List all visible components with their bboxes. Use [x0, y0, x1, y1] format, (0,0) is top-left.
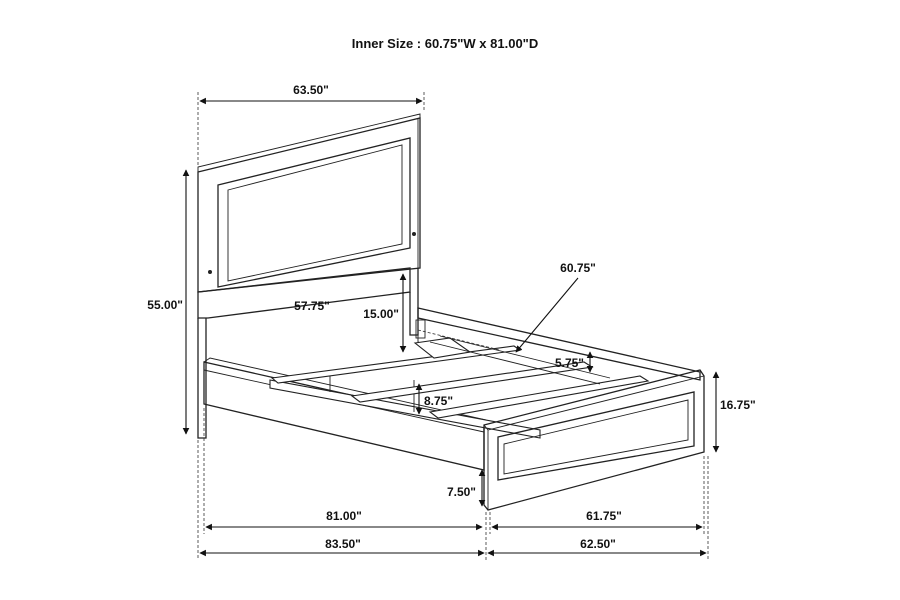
- dim-slat-clearance: 8.75": [415, 383, 453, 415]
- dim-label-55-00: 55.00": [147, 298, 183, 312]
- dim-label-57-75: 57.75": [294, 299, 330, 313]
- dim-footboard-height: 16.75": [712, 371, 756, 453]
- headboard: [197, 113, 421, 439]
- dim-overall-length: 83.50": [199, 537, 485, 557]
- dim-footboard-inner-width: 61.75": [491, 509, 703, 531]
- dim-inner-length: 81.00": [205, 509, 483, 531]
- dim-headboard-clearance: 15.00": [363, 273, 407, 353]
- dim-label-60-75: 60.75": [560, 261, 596, 275]
- dim-label-16-75: 16.75": [720, 398, 756, 412]
- dim-overall-width: 62.50": [487, 537, 707, 557]
- dim-label-63-50: 63.50": [293, 83, 329, 97]
- dim-label-5-75: 5.75": [555, 356, 584, 370]
- dim-label-7-50: 7.50": [447, 485, 476, 499]
- dim-inner-width: 60.75": [515, 261, 596, 353]
- dim-label-83-50: 83.50": [325, 537, 361, 551]
- slats: [269, 329, 650, 439]
- dim-label-62-50: 62.50": [580, 537, 616, 551]
- dim-footboard-clearance: 7.50": [447, 469, 486, 507]
- dim-slat-height: 5.75": [555, 351, 594, 373]
- dim-headboard-width: 63.50": [197, 83, 425, 165]
- dim-label-8-75: 8.75": [424, 394, 453, 408]
- dim-label-15-00: 15.00": [363, 307, 399, 321]
- dim-label-61-75: 61.75": [586, 509, 622, 523]
- inner-size-title: Inner Size : 60.75"W x 81.00"D: [352, 36, 538, 51]
- dim-headboard-height: 55.00": [147, 169, 190, 435]
- dim-label-81-00: 81.00": [326, 509, 362, 523]
